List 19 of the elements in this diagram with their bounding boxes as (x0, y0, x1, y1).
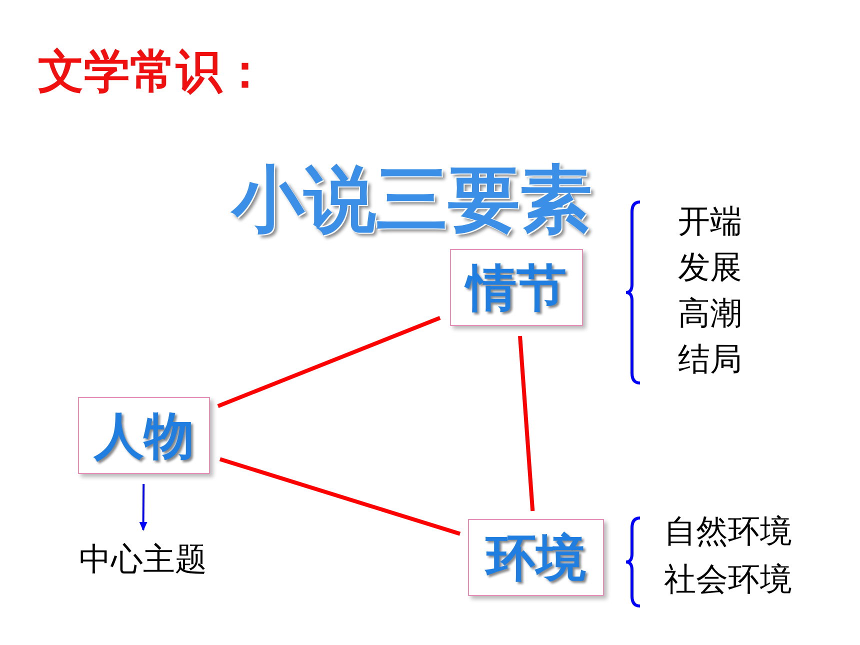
element-label: 人物 (94, 410, 194, 460)
list-item: 高潮 (678, 294, 742, 332)
connector-line (217, 316, 441, 408)
element-label: 环境 (486, 532, 586, 582)
element-label: 情节 (466, 262, 566, 312)
element-box (78, 397, 210, 474)
element-box (450, 249, 583, 326)
list-item: 自然环境 (664, 512, 792, 550)
connector-line (219, 457, 461, 536)
title: 文学常识： (38, 44, 268, 100)
list-item: 发展 (678, 248, 742, 286)
list-item: 社会环境 (664, 560, 792, 598)
list-item: 开端 (678, 202, 742, 240)
connector-line (518, 336, 535, 512)
theme-text: 中心主题 (79, 543, 207, 575)
subtitle: 小说三要素 (232, 160, 592, 240)
element-box (468, 519, 604, 596)
list-item: 结局 (678, 340, 742, 378)
arrow (139, 484, 148, 531)
